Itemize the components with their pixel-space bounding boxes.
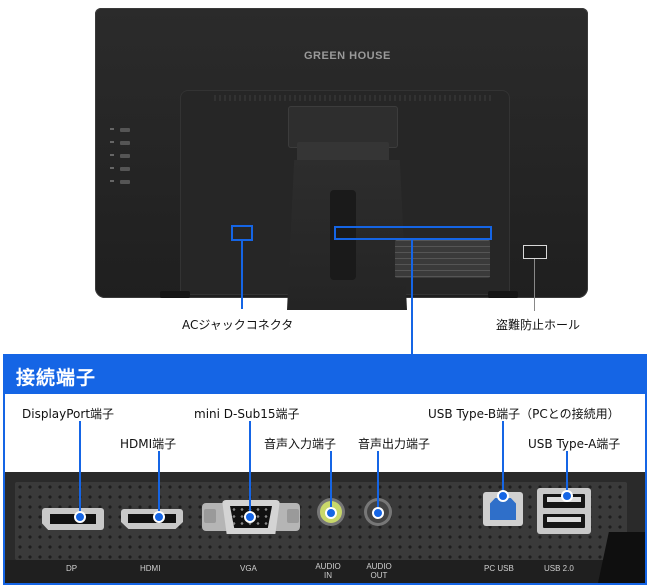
port-code-audio-out: AUDIO OUT bbox=[366, 562, 392, 580]
vga-screw bbox=[204, 509, 216, 523]
callout-dot-usb-type-b bbox=[497, 490, 509, 502]
port-label-strip bbox=[5, 560, 625, 583]
callout-dot-displayport bbox=[74, 511, 86, 523]
ports-highlight bbox=[334, 226, 492, 240]
port-label-vga: mini D-Sub15端子 bbox=[194, 407, 300, 421]
security-hole-callout: 盗難防止ホール bbox=[496, 318, 581, 332]
security-hole-highlight bbox=[523, 245, 547, 259]
brand-logo: GREEN HOUSE bbox=[304, 50, 391, 62]
control-buttons bbox=[110, 128, 136, 192]
rubber-foot bbox=[488, 291, 518, 298]
port-code-pc-usb: PC USB bbox=[484, 564, 514, 573]
vent-grille bbox=[214, 95, 494, 101]
port-label-displayport: DisplayPort端子 bbox=[22, 407, 115, 421]
monitor-back-view: GREEN HOUSE ACジャックコネクタ 盗難防止ホール bbox=[0, 0, 650, 345]
port-label-usb-type-a: USB Type-A端子 bbox=[528, 437, 621, 451]
control-button bbox=[120, 128, 130, 132]
port-label-usb-type-b: USB Type-B端子（PCとの接続用） bbox=[428, 407, 620, 421]
port-code-vga: VGA bbox=[240, 564, 257, 573]
callout-dot-hdmi bbox=[153, 511, 165, 523]
callout-dot-audio-in bbox=[325, 507, 337, 519]
displayport-port bbox=[42, 508, 104, 530]
stand-mount-plate bbox=[288, 106, 398, 148]
panel-header: 接続端子 bbox=[5, 356, 645, 394]
connector-photo bbox=[5, 472, 645, 583]
port-code-usb-2: USB 2.0 bbox=[544, 564, 574, 573]
callout-line-usb-type-b bbox=[502, 421, 504, 495]
callout-line-audio-in bbox=[330, 451, 332, 513]
callout-line-vga bbox=[249, 421, 251, 516]
callout-dot-usb-type-a bbox=[561, 490, 573, 502]
control-button bbox=[120, 141, 130, 145]
panel-title: 接続端子 bbox=[16, 367, 97, 389]
port-code-audio-in: AUDIO IN bbox=[315, 562, 341, 580]
port-code-dp: DP bbox=[66, 564, 78, 573]
callout-line-usb-type-a bbox=[566, 451, 568, 495]
vga-screw bbox=[287, 509, 299, 523]
callout-dot-vga bbox=[244, 511, 256, 523]
callout-line-audio-out bbox=[377, 451, 379, 513]
ac-connector-highlight bbox=[231, 225, 253, 241]
stand-hinge bbox=[297, 142, 389, 164]
port-label-audio-in: 音声入力端子 bbox=[264, 437, 337, 451]
perforated-panel bbox=[15, 482, 627, 560]
control-button bbox=[120, 180, 130, 184]
security-hole-leader bbox=[534, 259, 535, 311]
ac-connector-leader bbox=[241, 241, 243, 309]
control-button bbox=[120, 167, 130, 171]
control-button bbox=[120, 154, 130, 158]
callout-line-displayport bbox=[79, 421, 81, 516]
ac-connector-callout: ACジャックコネクタ bbox=[182, 318, 294, 332]
callout-dot-audio-out bbox=[372, 507, 384, 519]
callout-line-hdmi bbox=[158, 451, 160, 517]
port-label-audio-out: 音声出力端子 bbox=[358, 437, 431, 451]
port-label-hdmi: HDMI端子 bbox=[120, 437, 177, 451]
hdmi-port bbox=[121, 509, 183, 529]
port-code-hdmi: HDMI bbox=[140, 564, 161, 573]
usb-type-a-slot bbox=[543, 514, 585, 528]
ports-leader bbox=[411, 240, 413, 354]
rubber-foot bbox=[160, 291, 190, 298]
rating-label bbox=[395, 240, 490, 278]
